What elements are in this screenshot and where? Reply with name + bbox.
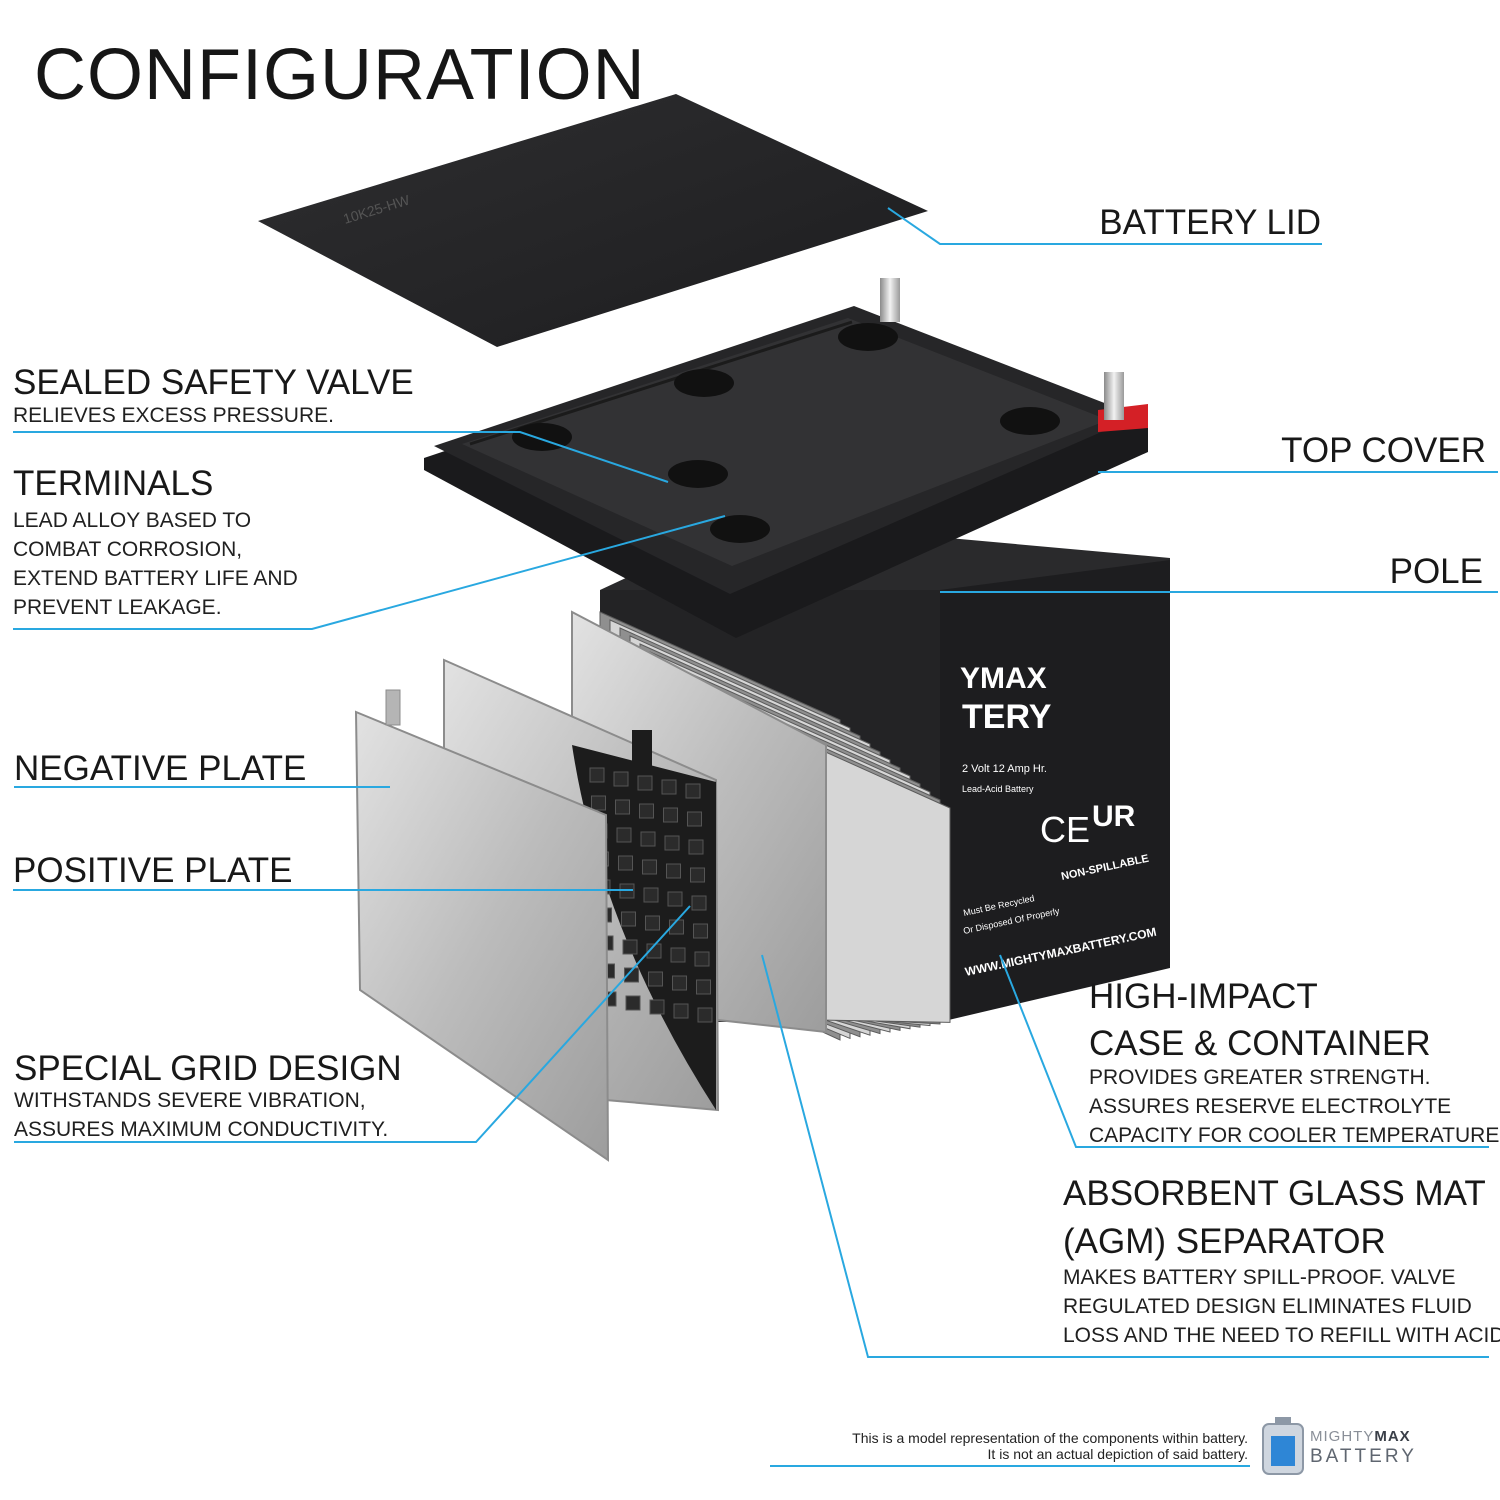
positive-plate-label: POSITIVE PLATE — [13, 851, 293, 890]
grid-cell — [643, 887, 659, 903]
grid-cell — [690, 867, 705, 883]
agm-heading-2: (AGM) SEPARATOR — [1063, 1222, 1386, 1261]
case-heading-1: HIGH-IMPACT — [1089, 977, 1318, 1016]
battery-lid-label: BATTERY LID — [1099, 203, 1321, 242]
ce-mark: CE — [1040, 809, 1090, 850]
grid-cell — [624, 967, 639, 983]
grid-cell — [697, 1007, 713, 1023]
grid-cell — [688, 839, 704, 855]
agm-desc-2: REGULATED DESIGN ELIMINATES FLUID — [1063, 1295, 1472, 1318]
logo-line-1: MIGHTYMAX — [1310, 1428, 1411, 1445]
grid-cell — [591, 795, 606, 811]
grid-heading: SPECIAL GRID DESIGN — [14, 1049, 402, 1088]
case-desc-1: PROVIDES GREATER STRENGTH. — [1089, 1066, 1431, 1089]
pole-label: POLE — [1389, 552, 1483, 591]
grid-cell — [645, 915, 660, 931]
top-cover — [424, 278, 1148, 638]
grid-cell — [661, 779, 677, 795]
grid-cell — [673, 1003, 689, 1019]
grid-cell — [642, 859, 657, 875]
grid-cell — [691, 895, 707, 911]
case-heading-2: CASE & CONTAINER — [1089, 1024, 1431, 1063]
leader-lines — [13, 207, 1498, 1467]
grid-cell — [664, 835, 680, 851]
negative-plate — [354, 689, 610, 1162]
terminals-desc-4: PREVENT LEAKAGE. — [13, 596, 222, 619]
top-cover-label: TOP COVER — [1281, 431, 1486, 470]
grid-cell — [615, 799, 630, 815]
type-text: Lead-Acid Battery — [962, 784, 1034, 794]
grid-pattern — [589, 767, 713, 1023]
grid-cell — [649, 999, 665, 1015]
grid-cell — [622, 939, 638, 955]
battery-lid: 10K25-HW — [258, 94, 928, 347]
leader-case — [999, 954, 1489, 1148]
agm-desc-3: LOSS AND THE NEED TO REFILL WITH ACID. — [1063, 1324, 1500, 1347]
grid-cell — [670, 947, 686, 963]
agm-desc-1: MAKES BATTERY SPILL-PROOF. VALVE — [1063, 1266, 1456, 1289]
sealed-valve-desc: RELIEVES EXCESS PRESSURE. — [13, 404, 334, 427]
logo-line-2: BATTERY — [1310, 1446, 1417, 1467]
leader-agm — [761, 954, 1489, 1358]
page-title: CONFIGURATION — [34, 35, 646, 115]
negative-plate-label: NEGATIVE PLATE — [14, 749, 307, 788]
leader-terminals — [13, 515, 726, 630]
spec-text: 2 Volt 12 Amp Hr. — [962, 763, 1047, 775]
terminals — [880, 278, 1148, 432]
grid-cell — [667, 891, 683, 907]
grid-desc-2: ASSURES MAXIMUM CONDUCTIVITY. — [14, 1118, 389, 1141]
grid-cell — [625, 995, 641, 1011]
terminals-heading: TERMINALS — [13, 464, 214, 503]
grid-cell — [618, 855, 633, 871]
grid-cell — [663, 807, 678, 823]
grid-cell — [616, 827, 632, 843]
grid-cell — [613, 771, 629, 787]
terminals-desc-3: EXTEND BATTERY LIFE AND — [13, 567, 298, 590]
leader-grid — [14, 905, 691, 1143]
grid-cell — [637, 775, 653, 791]
leader-sealed-valve — [13, 431, 669, 483]
sealed-valve-heading: SEALED SAFETY VALVE — [13, 363, 414, 402]
grid-cell — [646, 943, 662, 959]
grid-cell — [694, 951, 710, 967]
grid-cell — [685, 783, 701, 799]
terminals-desc-1: LEAD ALLOY BASED TO — [13, 509, 252, 532]
grid-cell — [666, 863, 681, 879]
grid-cell — [696, 979, 711, 995]
grid-cell — [639, 803, 654, 819]
case-desc-2: ASSURES RESERVE ELECTROLYTE — [1089, 1095, 1452, 1118]
grid-cell — [621, 911, 636, 927]
disclaimer-line-1: This is a model representation of the co… — [852, 1430, 1248, 1446]
disclaimer-line-2: It is not an actual depiction of said ba… — [987, 1446, 1248, 1462]
grid-cell — [693, 923, 708, 939]
brand-line-1: YMAX — [960, 662, 1047, 695]
brand-line-2: TERY — [962, 698, 1052, 736]
grid-cell — [687, 811, 702, 827]
leader-battery-lid — [887, 207, 1322, 245]
battery-logo-icon — [1262, 1417, 1304, 1475]
grid-desc-1: WITHSTANDS SEVERE VIBRATION, — [14, 1089, 366, 1112]
grid-cell — [672, 975, 687, 991]
grid-cell — [648, 971, 663, 987]
ul-mark: UR — [1092, 800, 1136, 833]
agm-heading-1: ABSORBENT GLASS MAT — [1063, 1174, 1486, 1213]
case-desc-3: CAPACITY FOR COOLER TEMPERATURES. — [1089, 1124, 1500, 1147]
terminals-desc-2: COMBAT CORROSION, — [13, 538, 243, 561]
grid-cell — [640, 831, 656, 847]
grid-cell — [589, 767, 605, 783]
